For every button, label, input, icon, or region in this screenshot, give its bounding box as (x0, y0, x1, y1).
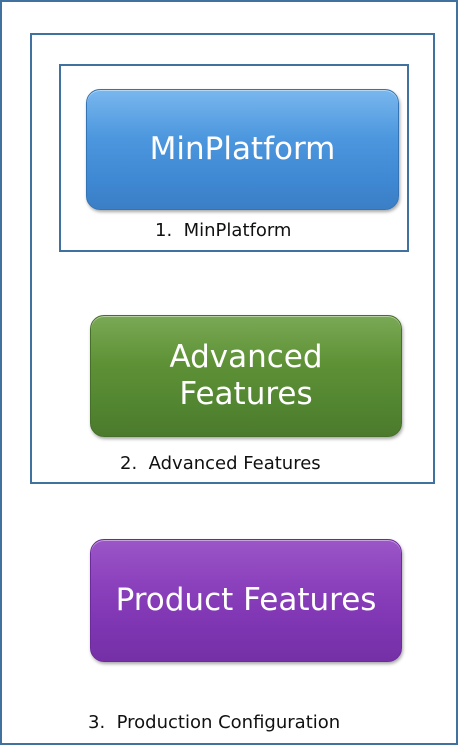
advanced-features-box-label-line1: Advanced (169, 338, 323, 375)
advanced-features-box: Advanced Features (90, 315, 402, 437)
advanced-features-frame (30, 33, 435, 484)
minplatform-box: MinPlatform (86, 89, 399, 210)
product-features-box-label: Product Features (115, 581, 377, 618)
advanced-features-caption: 2. Advanced Features (120, 453, 321, 474)
minplatform-frame (59, 64, 409, 252)
product-features-box: Product Features (90, 539, 402, 662)
advanced-features-box-label-line2: Features (179, 376, 313, 412)
minplatform-box-label: MinPlatform (149, 130, 336, 167)
minplatform-caption: 1. MinPlatform (155, 220, 292, 241)
production-configuration-caption: 3. Production Configuration (88, 712, 341, 733)
